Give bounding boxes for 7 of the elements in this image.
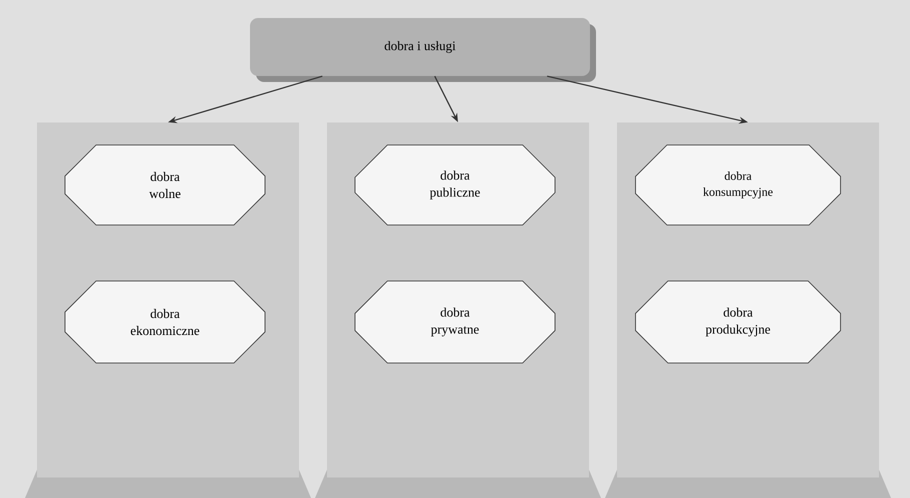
octagon-box: dobra ekonomiczne: [64, 280, 266, 364]
octagon-box: dobra wolne: [64, 144, 266, 226]
octagon-box: dobra produkcyjne: [635, 280, 841, 364]
octagon-box: dobra prywatne: [354, 280, 556, 364]
octagon-box: dobra publiczne: [354, 144, 556, 226]
top-box: dobra i usługi: [250, 18, 596, 82]
octagon-box: dobra konsumpcyjne: [635, 144, 841, 226]
